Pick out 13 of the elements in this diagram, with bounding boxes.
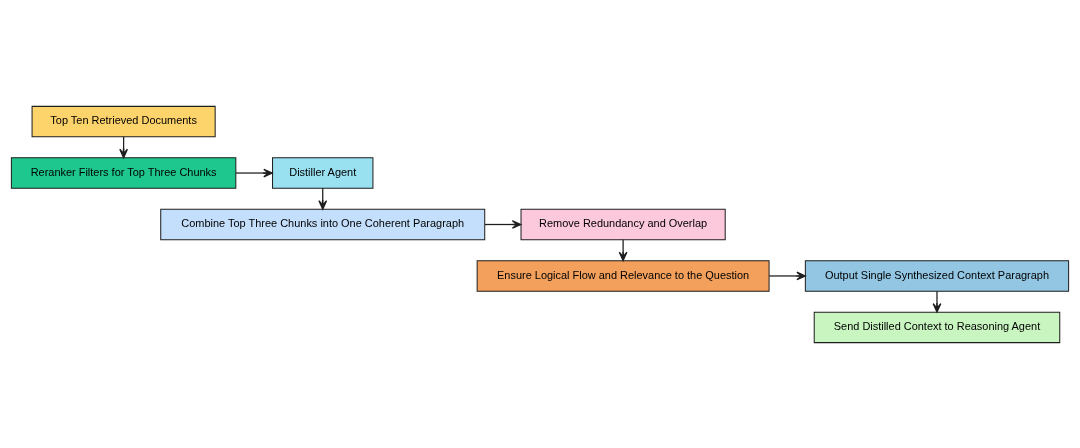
node-box: Send Distilled Context to Reasoning Agent <box>813 311 1061 343</box>
arrow <box>768 271 806 280</box>
node-box: Distiller Agent <box>272 156 374 189</box>
arrow <box>618 238 628 261</box>
arrow <box>484 219 522 229</box>
node-box: Top Ten Retrieved Documents <box>31 105 216 137</box>
node-box: Remove Redundancy and Overlap <box>520 208 726 240</box>
arrow <box>932 290 942 313</box>
node-box: Output Single Synthesized Context Paragraph <box>804 259 1070 292</box>
node-box: Ensure Logical Flow and Relevance to the Question <box>476 259 770 292</box>
arrow <box>235 168 273 177</box>
node-box: Reranker Filters for Top Three Chunks <box>10 156 237 189</box>
node-box: Combine Top Three Chunks into One Coherent Paragraph <box>160 208 486 240</box>
